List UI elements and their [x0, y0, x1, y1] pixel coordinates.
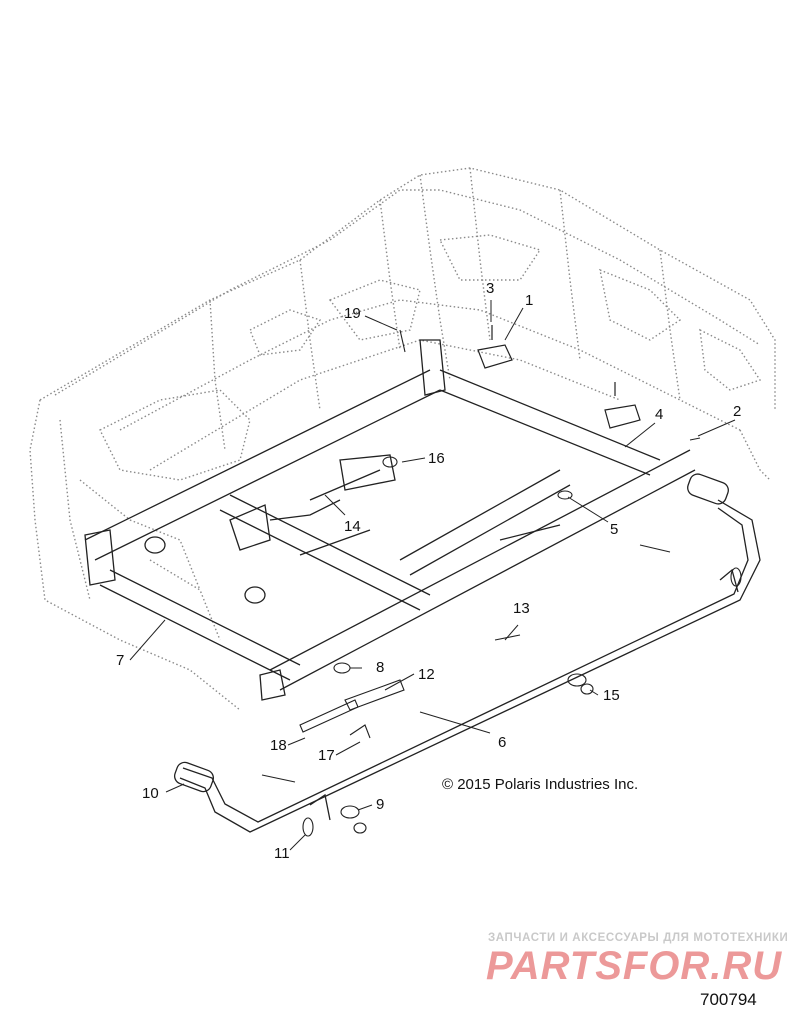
callout-6: 6	[498, 734, 507, 751]
callout-1: 1	[525, 292, 534, 309]
seat-base-frame	[84, 339, 696, 701]
callout-2: 2	[733, 403, 742, 420]
callout-9: 9	[376, 796, 385, 813]
callout-14: 14	[344, 518, 361, 535]
leader-lines	[129, 300, 736, 851]
cargo-box-outline	[29, 167, 776, 711]
figure-number: 700794	[700, 990, 757, 1009]
callout-7: 7	[116, 652, 125, 669]
callout-4: 4	[655, 406, 664, 423]
watermark-subtitle: ЗАПЧАСТИ И АКСЕССУАРЫ ДЛЯ МОТОТЕХНИКИ	[488, 932, 789, 944]
callout-15: 15	[603, 687, 620, 704]
callout-12: 12	[418, 666, 435, 683]
callout-18: 18	[270, 737, 287, 754]
callout-16: 16	[428, 450, 445, 467]
latch-bracket	[477, 325, 641, 429]
callout-17: 17	[318, 747, 335, 764]
watermark-logo: PARTSFOR.RU	[486, 944, 783, 988]
callout-5: 5	[610, 521, 619, 538]
callout-8: 8	[376, 659, 385, 676]
callout-3: 3	[486, 280, 495, 297]
callout-11: 11	[274, 845, 290, 862]
copyright-notice: © 2015 Polaris Industries Inc.	[442, 776, 639, 793]
release-rod	[173, 473, 761, 833]
callout-19: 19	[344, 305, 361, 322]
callout-10: 10	[142, 785, 159, 802]
callout-13: 13	[513, 600, 530, 617]
